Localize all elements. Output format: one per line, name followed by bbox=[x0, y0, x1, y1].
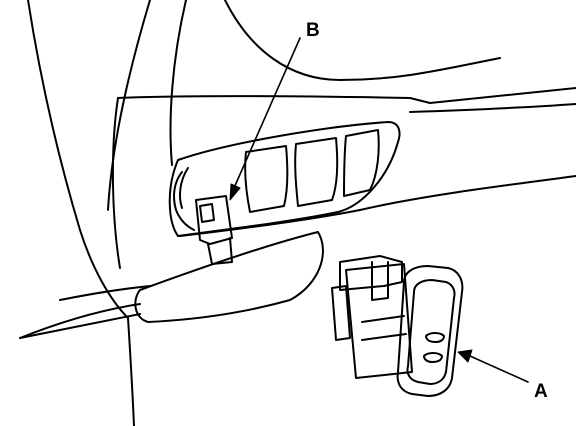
wire-line-2 bbox=[179, 167, 189, 209]
lower-pillar-drop bbox=[127, 317, 135, 426]
wire-line-1 bbox=[173, 171, 195, 231]
vent-slot-3 bbox=[343, 129, 380, 197]
opening-ledge bbox=[179, 209, 361, 237]
connector-tab bbox=[207, 237, 233, 265]
wire-harness bbox=[173, 167, 195, 231]
trim-spike bbox=[19, 313, 141, 339]
dashboard-panel bbox=[27, 0, 576, 319]
opening-outline bbox=[168, 121, 401, 237]
label-b: B bbox=[306, 20, 320, 41]
switch-indicator-upper bbox=[425, 332, 445, 343]
dash-left-edge bbox=[111, 97, 121, 269]
dash-bottom-line bbox=[359, 175, 576, 211]
switch-housing-back bbox=[339, 255, 403, 291]
switch-face bbox=[396, 265, 464, 397]
callout-a-line bbox=[469, 355, 529, 383]
switch-housing-side bbox=[331, 285, 351, 341]
dash-upper-contour bbox=[224, 0, 501, 81]
switch-housing-block bbox=[345, 263, 413, 379]
dash-top-edge bbox=[117, 95, 431, 104]
callouts bbox=[229, 37, 529, 383]
vent-slot-1 bbox=[244, 145, 289, 213]
switch-clip-top bbox=[371, 261, 389, 301]
switch-indicator-lower bbox=[423, 352, 443, 363]
lower-trim bbox=[19, 231, 324, 426]
vent-slot-2 bbox=[294, 137, 339, 207]
connector-clip bbox=[199, 203, 215, 223]
switch-face-inner bbox=[406, 279, 456, 385]
callout-a-arrowhead bbox=[457, 349, 473, 363]
trim-lip-lower bbox=[19, 303, 141, 339]
connector-body bbox=[195, 195, 233, 245]
callout-b-arrowhead bbox=[229, 183, 241, 201]
callout-b-line bbox=[233, 37, 301, 189]
trim-bulge bbox=[134, 231, 324, 323]
connector-b bbox=[195, 195, 233, 265]
dash-lower-edge bbox=[409, 103, 576, 113]
dash-long-edge bbox=[429, 87, 576, 104]
switch-opening bbox=[168, 121, 401, 237]
pillar-inner-line bbox=[107, 0, 151, 211]
pillar-curve-right bbox=[169, 0, 187, 166]
label-a: A bbox=[534, 381, 548, 402]
switch-a bbox=[331, 255, 464, 397]
trim-lip-upper bbox=[59, 285, 151, 301]
switch-clip-lower bbox=[361, 315, 405, 323]
switch-clip-lower-2 bbox=[361, 333, 407, 341]
